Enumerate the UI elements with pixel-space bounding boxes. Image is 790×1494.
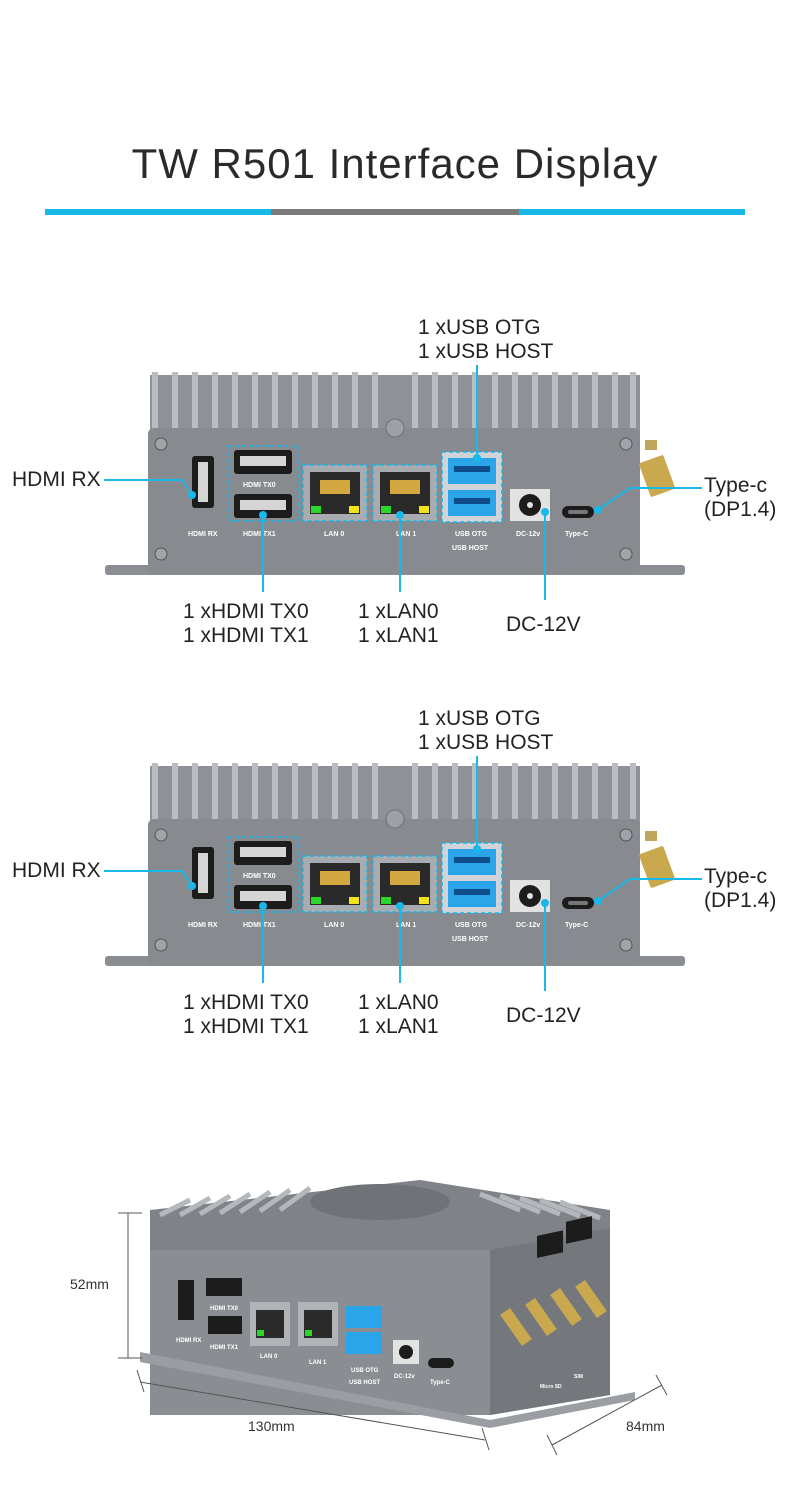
iso-label-sim: SIM (574, 1374, 583, 1380)
callout-lan-line2-2: 1 xLAN1 (358, 1015, 439, 1038)
callout-typec-line1-2: Type-c (704, 865, 768, 888)
callout-lan-line2: 1 xLAN1 (358, 624, 439, 647)
callout-hdmi-rx-2: HDMI RX (12, 859, 101, 882)
dimension-depth: 84mm (626, 1418, 665, 1434)
iso-label-usb-otg: USB OTG (351, 1368, 379, 1374)
iso-label-dc: DC-12v (394, 1374, 415, 1380)
iso-label-lan1: LAN 1 (309, 1360, 327, 1366)
callout-typec-line2: (DP1.4) (704, 498, 777, 521)
port-label-lan0: LAN 0 (324, 531, 344, 538)
iso-label-hdmi-tx0: HDMI TX0 (210, 1306, 239, 1312)
callout-hdmi-tx-line1: 1 xHDMI TX0 (183, 600, 309, 623)
port-label-usb-host-2: USB HOST (452, 936, 489, 943)
port-label-usb-otg-2: USB OTG (455, 922, 487, 929)
callout-lan-line1: 1 xLAN0 (358, 600, 439, 623)
antenna-connector (645, 440, 657, 450)
port-label-hdmi-tx0-2: HDMI TX0 (243, 873, 276, 880)
port-label-hdmi-rx: HDMI RX (188, 531, 218, 538)
callout-dc-2: DC-12V (506, 1004, 581, 1027)
interface-panel-1: HDMI RX HDMI TX0 HDMI TX1 LAN 0 LAN 1 US… (0, 310, 790, 650)
iso-label-hdmi-tx1: HDMI TX1 (210, 1345, 239, 1351)
dimension-panel: HDMI RX HDMI TX0 HDMI TX1 LAN 0 LAN 1 US… (0, 1170, 790, 1470)
title-underline-middle (271, 209, 519, 215)
port-label-dc-2: DC-12v (516, 922, 540, 929)
callout-hdmi-tx-line2: 1 xHDMI TX1 (183, 624, 309, 647)
callout-usb-line2-2: 1 xUSB HOST (418, 731, 554, 754)
iso-label-usb-host: USB HOST (349, 1380, 380, 1386)
port-label-usb-otg: USB OTG (455, 531, 487, 538)
callout-lan-line1-2: 1 xLAN0 (358, 991, 439, 1014)
iso-label-lan0: LAN 0 (260, 1354, 278, 1360)
callout-hdmi-tx-line1-2: 1 xHDMI TX0 (183, 991, 309, 1014)
callout-hdmi-tx-line2-2: 1 xHDMI TX1 (183, 1015, 309, 1038)
device-isometric-image: HDMI RX HDMI TX0 HDMI TX1 LAN 0 LAN 1 US… (118, 1180, 668, 1456)
callout-hdmi-rx: HDMI RX (12, 468, 101, 491)
callout-typec-line2-2: (DP1.4) (704, 889, 777, 912)
device-front-image: HDMI RX HDMI TX0 HDMI TX1 LAN 0 LAN 1 US… (104, 365, 702, 600)
port-label-hdmi-tx1: HDMI TX1 (243, 531, 276, 538)
iso-label-hdmi-rx: HDMI RX (176, 1338, 201, 1344)
port-label-lan0-2: LAN 0 (324, 922, 344, 929)
callout-usb-line2: 1 xUSB HOST (418, 340, 554, 363)
dimension-height: 52mm (70, 1276, 109, 1292)
dimension-width: 130mm (248, 1418, 295, 1434)
iso-label-typec: Type-C (430, 1380, 451, 1386)
title-underline-right (519, 209, 745, 215)
port-label-typec-2: Type-C (565, 922, 588, 929)
interface-panel-2: HDMI RX HDMI TX0 HDMI TX1 LAN 0 LAN 1 US… (0, 701, 790, 1041)
callout-dc: DC-12V (506, 613, 581, 636)
iso-label-micro-sd: Micro SD (540, 1384, 562, 1390)
title-underline-left (45, 209, 271, 215)
port-label-dc: DC-12v (516, 531, 540, 538)
callout-lines (104, 365, 702, 600)
callout-typec-line1: Type-c (704, 474, 768, 497)
port-label-lan1-2: LAN 1 (396, 922, 416, 929)
port-label-hdmi-tx0: HDMI TX0 (243, 482, 276, 489)
port-label-usb-host: USB HOST (452, 545, 489, 552)
device-front-image-2: HDMI RX HDMI TX0 HDMI TX1 LAN 0 LAN 1 US… (104, 756, 702, 991)
page-title: TW R501 Interface Display (131, 140, 659, 187)
port-label-lan1: LAN 1 (396, 531, 416, 538)
port-label-hdmi-rx-2: HDMI RX (188, 922, 218, 929)
port-label-typec: Type-C (565, 531, 588, 538)
callout-usb-line1: 1 xUSB OTG (418, 316, 541, 339)
callout-usb-line1-2: 1 xUSB OTG (418, 707, 541, 730)
port-label-hdmi-tx1-2: HDMI TX1 (243, 922, 276, 929)
